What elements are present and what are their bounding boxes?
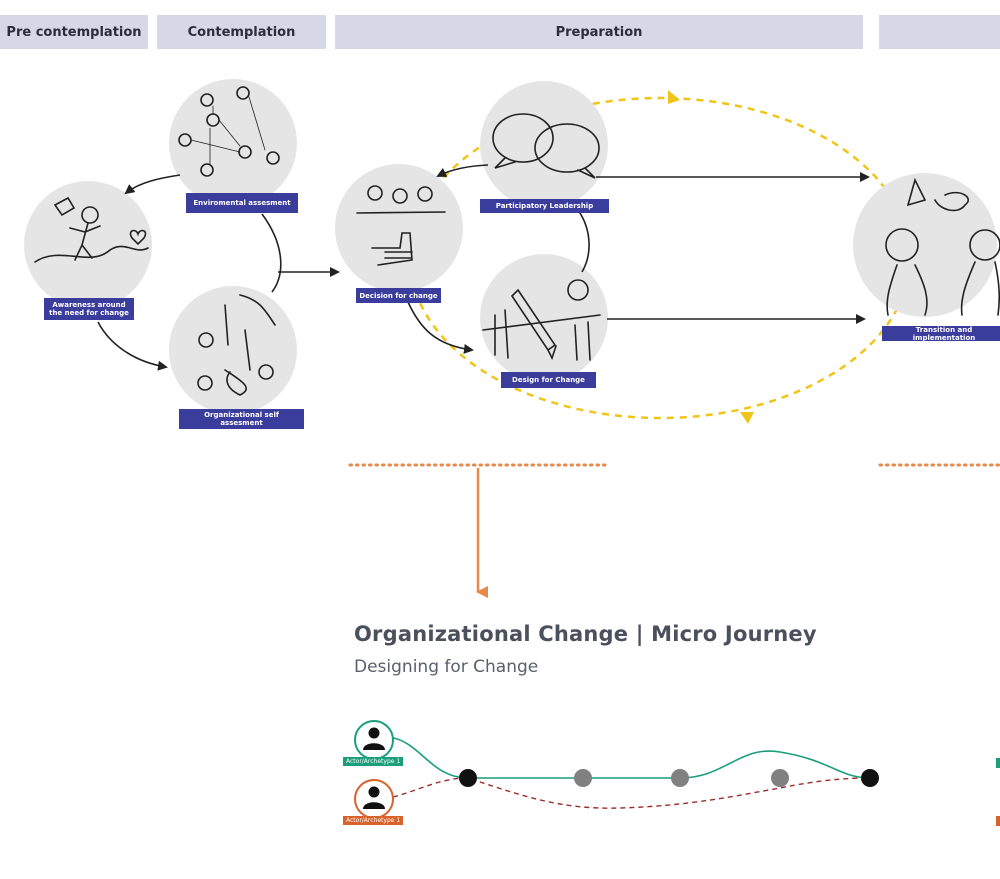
arrow-participatory-to-decision bbox=[436, 164, 489, 177]
touchpoint-1 bbox=[459, 769, 477, 787]
touchpoint-5 bbox=[861, 769, 879, 787]
touchpoint-4 bbox=[771, 769, 789, 787]
node-transition bbox=[853, 173, 997, 317]
connector-participatory-design bbox=[577, 209, 590, 273]
node-awareness bbox=[24, 181, 152, 309]
actor-2-tag: Actor/Archetype 1 bbox=[343, 816, 404, 825]
phase-next bbox=[879, 15, 1000, 49]
label-environmental: Enviromental assesment bbox=[186, 193, 298, 213]
node-organizational bbox=[169, 286, 297, 414]
micro-journey-title: Organizational Change | Micro Journey bbox=[354, 622, 817, 646]
label-decision: Decision for change bbox=[356, 288, 441, 303]
phase-preparation: Preparation bbox=[335, 15, 863, 49]
cycle-arrow-top-icon bbox=[668, 90, 680, 104]
connector-env-org bbox=[261, 213, 282, 293]
node-environmental bbox=[169, 79, 297, 207]
cycle-arrow-bottom-icon bbox=[740, 412, 754, 424]
label-participatory: Participatory Leadership bbox=[480, 199, 609, 213]
phase-pre-contemplation: Pre contemplation bbox=[0, 15, 148, 49]
actor-1-path bbox=[387, 736, 871, 779]
actor-1-tag: Actor/Archetype 1 bbox=[343, 757, 404, 766]
node-design bbox=[480, 254, 608, 382]
phase-contemplation: Contemplation bbox=[157, 15, 326, 49]
label-organizational: Organizational self assesment bbox=[179, 409, 304, 429]
arrow-env-to-awareness bbox=[124, 174, 181, 195]
touchpoint-2 bbox=[574, 769, 592, 787]
actor-2-path bbox=[392, 777, 871, 809]
label-transition: Transition and implementation bbox=[882, 326, 1000, 342]
micro-journey-subtitle: Designing for Change bbox=[354, 657, 539, 677]
label-design: Design for Change bbox=[501, 372, 596, 388]
node-decision bbox=[335, 164, 463, 292]
arrow-decision-to-design bbox=[407, 301, 474, 354]
touchpoint-3 bbox=[671, 769, 689, 787]
node-participatory bbox=[480, 81, 608, 209]
label-awareness: Awareness around the need for change bbox=[44, 298, 134, 320]
arrow-awareness-to-org bbox=[97, 321, 168, 371]
actor-2-avatar bbox=[354, 779, 394, 819]
actor-1-avatar bbox=[354, 720, 394, 760]
